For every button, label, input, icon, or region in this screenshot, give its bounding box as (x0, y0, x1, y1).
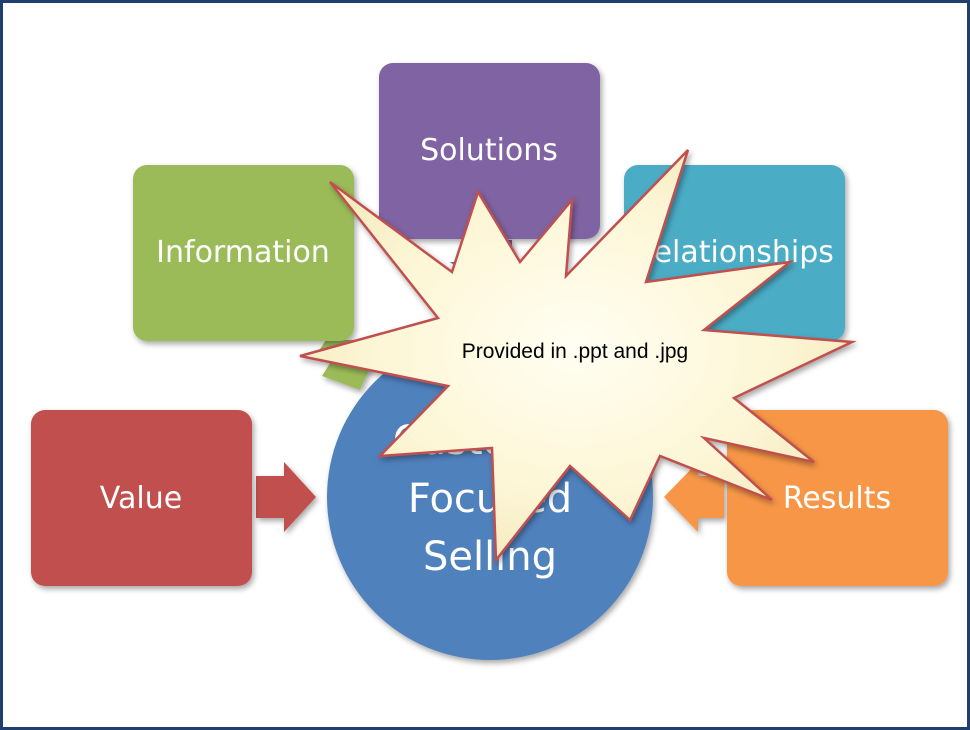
node-information: Information (133, 165, 354, 341)
node-solutions: Solutions (379, 63, 600, 239)
node-value: Value (31, 410, 252, 586)
burst-label: Provided in .ppt and .jpg (462, 340, 689, 363)
node-value-label: Value (100, 481, 182, 516)
node-information-label: Information (156, 235, 330, 270)
node-solutions-label: Solutions (420, 133, 558, 168)
explosion-burst: Provided in .ppt and .jpg (299, 149, 857, 564)
center-label-line-3: Selling (423, 534, 557, 580)
arrow-value (256, 462, 316, 532)
arrow-results (664, 462, 724, 532)
node-relationships-label: Relationships (634, 235, 834, 270)
node-results-label: Results (783, 481, 891, 516)
